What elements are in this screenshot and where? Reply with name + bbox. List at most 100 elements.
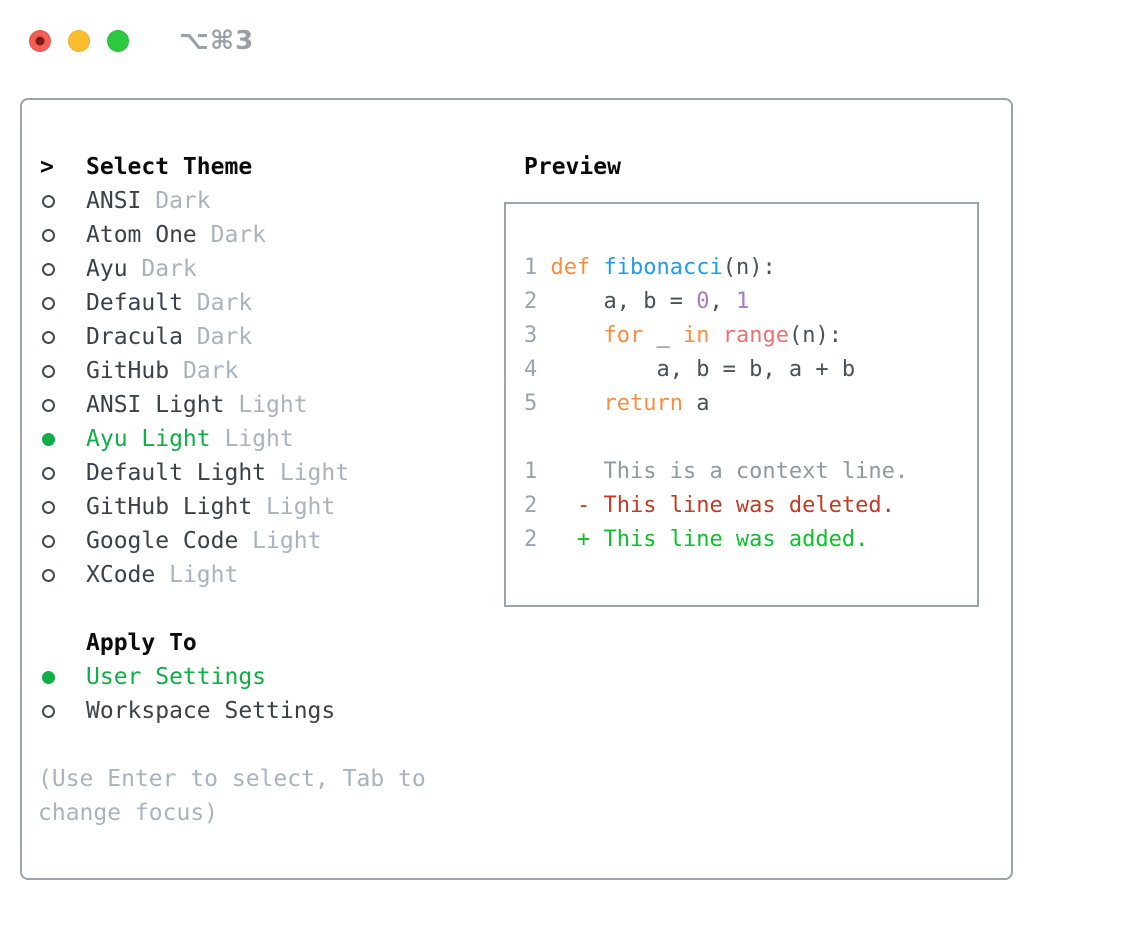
- line-number: 5: [524, 391, 551, 416]
- theme-option[interactable]: Default Dark: [38, 286, 478, 320]
- apply-to-option[interactable]: User Settings: [38, 660, 478, 694]
- code-line: 3 for _ in range(n):: [524, 319, 959, 353]
- line-number: 1: [524, 459, 551, 484]
- prompt-marker-cell: >: [38, 154, 86, 180]
- preview-header: Preview: [524, 154, 621, 180]
- code-token: return: [603, 391, 683, 416]
- code-token: def: [550, 255, 591, 280]
- radio-icon: [42, 228, 55, 242]
- code-token: [709, 323, 722, 348]
- radio-icon: [42, 398, 55, 412]
- radio-marker-cell: [38, 228, 86, 242]
- code-line: 2 a, b = 0, 1: [524, 285, 959, 319]
- theme-option[interactable]: Atom One Dark: [38, 218, 478, 252]
- theme-option[interactable]: GitHub Dark: [38, 354, 478, 388]
- theme-name: Ayu: [86, 256, 128, 282]
- code-token: [551, 391, 604, 416]
- theme-option[interactable]: Google Code Light: [38, 524, 478, 558]
- code-line: 1 def fibonacci(n):: [524, 251, 959, 285]
- code-token: 0: [696, 289, 710, 314]
- blank-code-line: [524, 421, 959, 455]
- code-token: 1: [735, 289, 750, 314]
- theme-variant: Dark: [182, 324, 253, 350]
- theme-variant: Light: [210, 426, 294, 452]
- theme-option[interactable]: Ayu Light Light: [38, 422, 478, 456]
- radio-selected-icon: [42, 432, 55, 446]
- line-number: 2: [524, 289, 551, 314]
- apply-to-label: Workspace Settings: [86, 698, 336, 724]
- theme-variant: Light: [252, 494, 336, 520]
- theme-variant: Light: [238, 528, 322, 554]
- minimize-window-button[interactable]: [68, 30, 90, 52]
- radio-icon: [42, 296, 55, 310]
- code-token: _: [643, 323, 683, 348]
- radio-marker-cell: [38, 398, 86, 412]
- radio-marker-cell: [38, 704, 86, 718]
- radio-marker-cell: [38, 364, 86, 378]
- radio-icon: [42, 194, 55, 208]
- code-token: (n):: [722, 255, 776, 280]
- theme-name: GitHub Light: [86, 494, 253, 520]
- theme-option[interactable]: Default Light Light: [38, 456, 478, 490]
- line-number: 4: [524, 357, 551, 382]
- radio-marker-cell: [38, 432, 86, 446]
- code-line: 2 - This line was deleted.: [524, 489, 959, 523]
- theme-name: Atom One: [86, 222, 197, 248]
- apply-to-option[interactable]: Workspace Settings: [38, 694, 478, 728]
- theme-name: ANSI: [86, 188, 142, 214]
- line-number: 2: [524, 527, 551, 552]
- code-token: (n):: [788, 323, 842, 348]
- radio-icon: [42, 500, 55, 514]
- code-token: a, b = b, a + b: [550, 357, 856, 382]
- window-title-shortcut: ⌥⌘3: [179, 26, 255, 56]
- spacer: [38, 728, 478, 762]
- theme-name: ANSI Light: [86, 392, 225, 418]
- theme-name: Default Light: [86, 460, 267, 486]
- theme-variant: Light: [155, 562, 239, 588]
- select-theme-header: Select Theme: [86, 154, 253, 180]
- code-line: 5 return a: [524, 387, 959, 421]
- code-token: range: [722, 323, 789, 348]
- radio-icon: [42, 330, 55, 344]
- select-theme-header-row: > Select Theme: [38, 150, 478, 184]
- radio-icon: [42, 534, 55, 548]
- radio-icon: [42, 704, 55, 718]
- radio-marker-cell: [38, 534, 86, 548]
- code-token: a: [682, 391, 710, 416]
- code-token: ,: [709, 289, 736, 314]
- theme-variant: Light: [224, 392, 308, 418]
- keyboard-hint-text: (Use Enter to select, Tab to change focu…: [38, 766, 426, 826]
- line-number: 3: [524, 323, 551, 348]
- code-token: [551, 323, 604, 348]
- theme-variant: Dark: [141, 188, 211, 214]
- spacer: [38, 592, 478, 626]
- radio-icon: [42, 466, 55, 480]
- theme-variant: Dark: [127, 256, 197, 282]
- theme-option[interactable]: Ayu Dark: [38, 252, 478, 286]
- zoom-window-button[interactable]: [107, 30, 129, 52]
- code-token: in: [682, 323, 710, 348]
- theme-variant: Light: [266, 460, 350, 486]
- apply-to-label: User Settings: [86, 664, 267, 690]
- theme-option[interactable]: ANSI Dark: [38, 184, 478, 218]
- theme-option[interactable]: XCode Light: [38, 558, 478, 592]
- apply-to-header: Apply To: [86, 630, 197, 656]
- code-token: - This line was deleted.: [550, 493, 895, 518]
- preview-column: Preview 1 def fibonacci(n):2 a, b = 0, 1…: [504, 150, 1007, 607]
- code-token: This is a context line.: [550, 459, 909, 484]
- line-number: 1: [524, 255, 551, 280]
- theme-option[interactable]: GitHub Light Light: [38, 490, 478, 524]
- theme-option[interactable]: ANSI Light Light: [38, 388, 478, 422]
- close-window-button[interactable]: [29, 30, 51, 52]
- theme-option[interactable]: Dracula Dark: [38, 320, 478, 354]
- code-token: a, b =: [550, 289, 697, 314]
- theme-name: GitHub: [86, 358, 170, 384]
- window-titlebar: ⌥⌘3: [29, 26, 254, 56]
- line-number: 2: [524, 493, 551, 518]
- radio-marker-cell: [38, 568, 86, 582]
- theme-name: Dracula: [86, 324, 183, 350]
